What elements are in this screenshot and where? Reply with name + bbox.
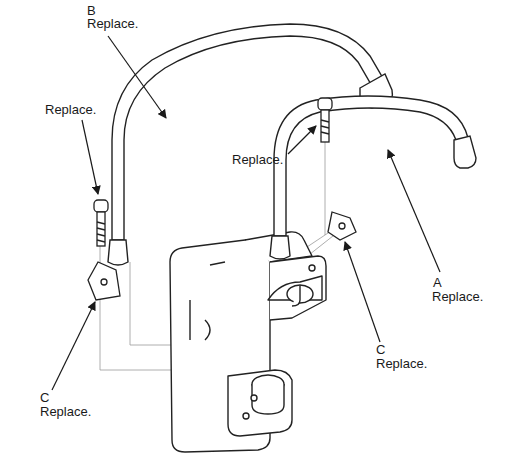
part-letter: A xyxy=(433,276,442,290)
part-letter: B xyxy=(87,4,96,18)
tube-b xyxy=(108,24,392,265)
bolt-left xyxy=(94,200,108,246)
bolt-right xyxy=(318,98,332,142)
replace-note: Replace. xyxy=(232,153,283,167)
replace-note: Replace. xyxy=(87,17,138,31)
oil-cooler-body xyxy=(170,232,326,452)
callout-arrows xyxy=(52,36,440,390)
tube-a xyxy=(270,96,476,259)
part-letter: C xyxy=(40,391,49,405)
replace-note: Replace. xyxy=(40,405,91,419)
bracket-c-right xyxy=(328,212,356,240)
bracket-c-left xyxy=(88,262,120,300)
part-letter: C xyxy=(376,343,385,357)
replace-note: Replace. xyxy=(45,103,96,117)
replace-note: Replace. xyxy=(376,357,427,371)
replace-note: Replace. xyxy=(432,290,483,304)
